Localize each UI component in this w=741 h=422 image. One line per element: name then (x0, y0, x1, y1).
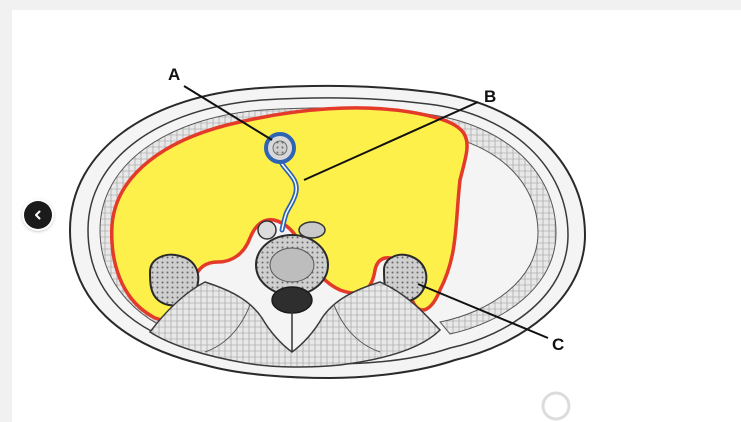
label-b: B (484, 87, 496, 106)
chevron-left-icon (35, 210, 41, 220)
label-c: C (552, 335, 564, 354)
aorta (257, 220, 277, 240)
watermark (541, 391, 571, 421)
leader-line-a (183, 85, 273, 141)
ivc (298, 221, 326, 239)
spinal-canal (271, 286, 313, 314)
label-a: A (168, 65, 180, 84)
previous-slide-button[interactable] (24, 201, 52, 229)
leader-line-c (417, 283, 549, 339)
leader-line-b (303, 101, 479, 181)
